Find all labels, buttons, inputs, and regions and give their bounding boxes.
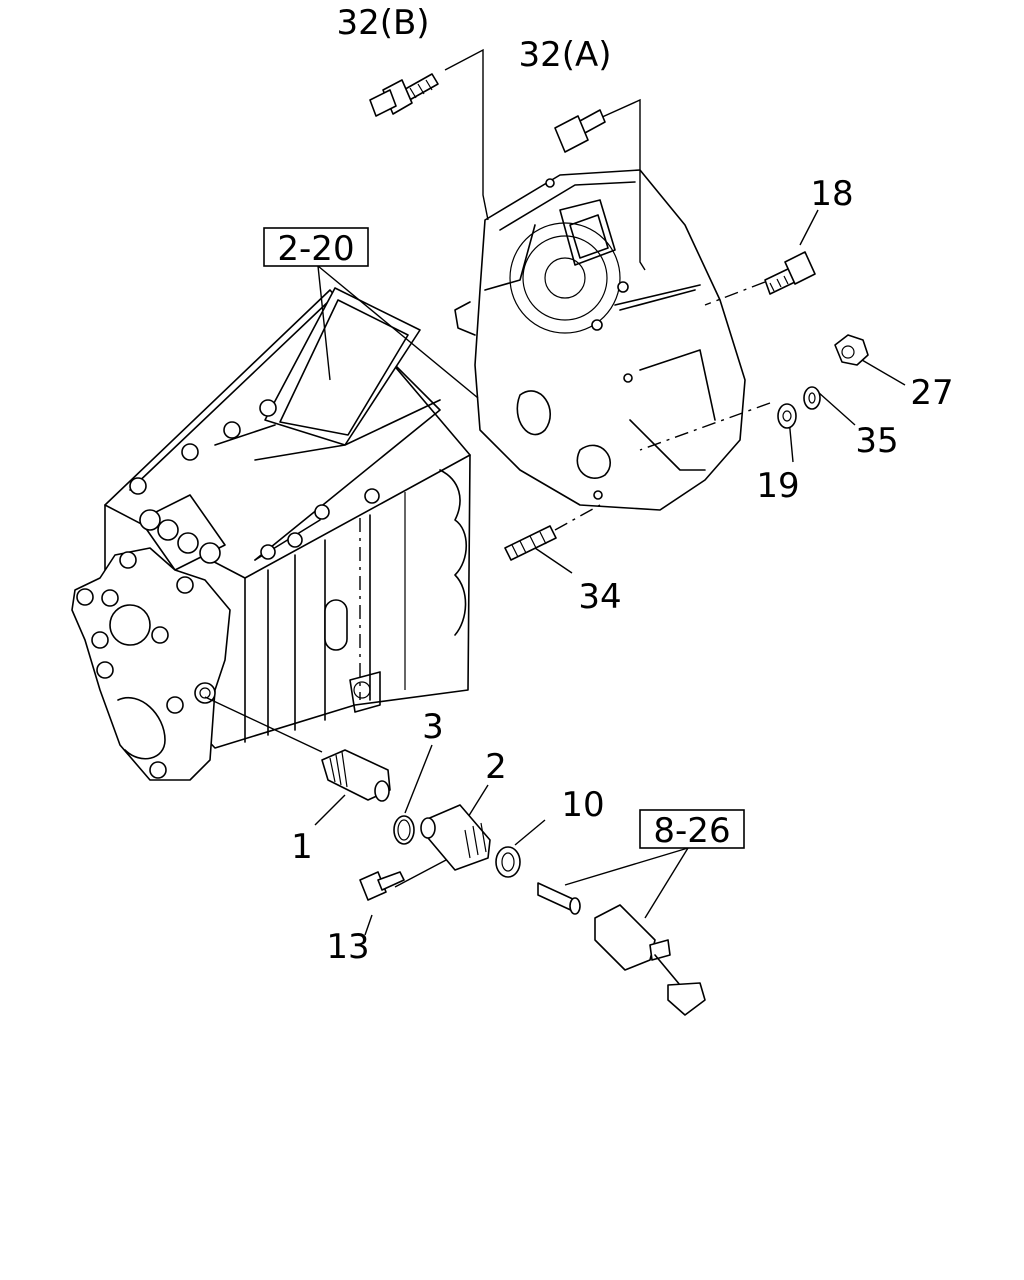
label-35: 35	[855, 421, 898, 461]
ref-box-8-26: 8-26	[639, 809, 745, 851]
label-32a: 32(A)	[518, 35, 611, 75]
clutch-housing	[454, 169, 746, 511]
part-32a-bolt	[554, 109, 606, 153]
part-2-sleeve	[420, 804, 491, 871]
part-3-oring	[393, 815, 415, 845]
label-18: 18	[810, 174, 853, 214]
end-cover	[71, 547, 231, 781]
label-10: 10	[561, 785, 604, 825]
part-19-washer	[777, 403, 797, 429]
part-10-seal	[495, 846, 521, 878]
shift-rails	[139, 494, 226, 571]
label-3: 3	[422, 707, 444, 747]
label-34: 34	[578, 577, 621, 617]
part-34-stud	[504, 525, 557, 561]
part-8-26-sensor	[537, 882, 706, 1016]
label-13: 13	[326, 927, 369, 967]
label-2: 2	[485, 747, 507, 787]
transmission-case	[71, 287, 471, 781]
part-27-nut	[834, 334, 869, 366]
part-18-bolt	[764, 251, 816, 295]
label-32b: 32(B)	[336, 3, 429, 43]
label-1: 1	[291, 827, 313, 867]
ref-2-20-text: 2-20	[277, 229, 354, 269]
ref-box-2-20: 2-20	[263, 227, 369, 269]
part-32b-stud	[369, 73, 439, 117]
part-35-washer	[803, 386, 821, 410]
ref-8-26-text: 8-26	[653, 811, 730, 851]
part-13-bolt	[359, 871, 405, 901]
label-27: 27	[910, 373, 953, 413]
label-19: 19	[756, 466, 799, 506]
part-1-shaft	[321, 749, 391, 802]
